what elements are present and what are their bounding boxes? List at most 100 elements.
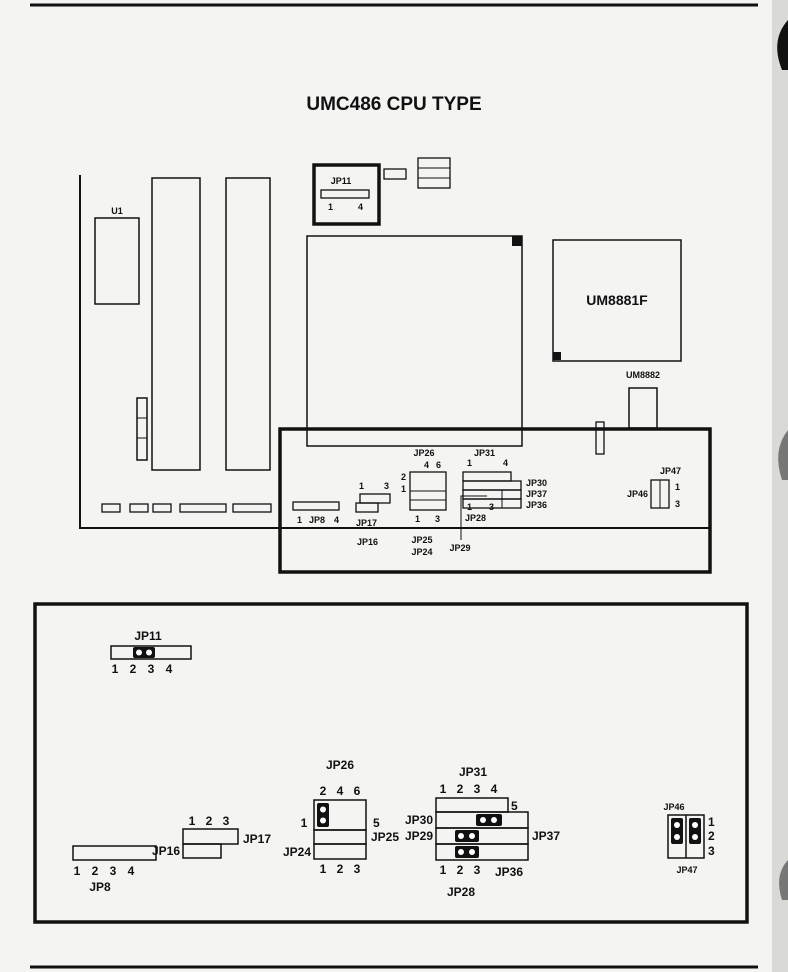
slot-1 [151, 177, 201, 471]
jp24-label: JP24 [411, 547, 432, 557]
jp26-jumper-cap [317, 803, 329, 827]
conn-4 [179, 503, 227, 513]
detail-jp31-pin-5: 5 [511, 799, 518, 813]
cpu-socket [306, 235, 523, 447]
detail-jp47-label: JP47 [676, 865, 697, 875]
jp8-header [292, 501, 340, 511]
detail-jp11-pin-2: 2 [130, 662, 137, 676]
board-layout: U1 JP11 1 4 UM8881F UM8882 JP26 [79, 157, 712, 574]
detail-jp8-pin-2: 2 [92, 864, 99, 878]
um8882-chip [628, 387, 658, 429]
detail-jp11-header [110, 645, 192, 660]
jp8-label: JP8 [309, 515, 325, 525]
detail-jp30-label: JP30 [405, 813, 433, 827]
detail-jp31-pin-2: 2 [457, 782, 464, 796]
detail-jp26-pin-2: 2 [320, 784, 327, 798]
jumper-area-highlight [278, 427, 712, 574]
detail-jp24-pin-3: 3 [354, 862, 361, 876]
jp11-label: JP11 [331, 176, 352, 186]
detail-jp28-label: JP28 [447, 885, 475, 899]
detail-jp28-pin-2: 2 [457, 863, 464, 877]
small-part [383, 168, 407, 180]
detail-jp26-pin-5: 5 [373, 816, 380, 830]
detail-jp11-pin-1: 1 [112, 662, 119, 676]
detail-jp31-pin-4: 4 [491, 782, 498, 796]
detail-jp31-pin-3: 3 [474, 782, 481, 796]
jp8-pin-1: 1 [297, 515, 302, 525]
jp28-pin-3: 3 [489, 502, 494, 512]
jp17-pin-3: 3 [384, 481, 389, 491]
jp25-pin-3: 3 [435, 514, 440, 524]
detail-jp26-label: JP26 [326, 758, 354, 772]
detail-jp8-pin-4: 4 [128, 864, 135, 878]
um8882-label: UM8882 [626, 370, 660, 380]
jp47-pin-1: 1 [675, 482, 680, 492]
detail-jp8-pin-3: 3 [110, 864, 117, 878]
jp26-side-1: 1 [401, 484, 406, 494]
detail-jp17-pin-3: 3 [223, 814, 230, 828]
detail-jp24-label: JP24 [283, 845, 311, 859]
jp28-pin-1: 1 [467, 502, 472, 512]
small-header [136, 397, 148, 461]
detail-jp36-label: JP36 [495, 865, 523, 879]
detail-jp24-pin-1: 1 [320, 862, 327, 876]
detail-jp11-label: JP11 [134, 629, 162, 643]
jp47-label: JP47 [660, 466, 681, 476]
jp26-pin-6: 6 [436, 460, 441, 470]
conn-1 [101, 503, 121, 513]
detail-jp47-pin-2: 2 [708, 829, 715, 843]
page-title: UMC486 CPU TYPE [306, 94, 481, 115]
detail-jp24-header [313, 843, 367, 860]
jp8-pin-4: 4 [334, 515, 339, 525]
jp31-pin-4: 4 [503, 458, 508, 468]
jp30-jumper-cap [476, 814, 502, 826]
detail-jp25-header [313, 829, 367, 845]
jp11-highlight [312, 163, 381, 226]
small-conn [595, 421, 605, 455]
jp36-label: JP36 [526, 500, 547, 510]
detail-jp37-header [435, 827, 529, 845]
jp28-label: JP28 [465, 513, 486, 523]
um8881f-chip [552, 239, 682, 362]
u1-label: U1 [111, 206, 123, 216]
jp47-jumper-cap [689, 818, 701, 844]
detail-jp17-pin-2: 2 [206, 814, 213, 828]
conn-2 [129, 503, 149, 513]
conn-5 [232, 503, 272, 513]
jp17-pin-1: 1 [359, 481, 364, 491]
jp30-header [462, 480, 522, 491]
detail-jp16-header [182, 843, 222, 859]
jp25-label: JP25 [411, 535, 432, 545]
detail-frame [33, 602, 749, 924]
jp11-header [320, 189, 370, 199]
detail-jp31-header [435, 797, 509, 813]
jp17-label: JP17 [356, 518, 377, 528]
detail-jp8-header [72, 845, 157, 861]
jp31-pin-1: 1 [467, 458, 472, 468]
jp31-header [462, 471, 512, 482]
detail-jp8-label: JP8 [89, 880, 111, 894]
detail-jp26-pin-1: 1 [301, 816, 308, 830]
small-part-2 [417, 157, 451, 189]
binder-hole-2 [778, 430, 788, 480]
detail-jp46-label: JP46 [663, 802, 684, 812]
binder-hole-3 [779, 860, 788, 900]
jp26-side-2: 2 [401, 472, 406, 482]
slot-2 [225, 177, 271, 471]
jumper-detail: JP11 1 2 3 4 1 2 3 4 JP8 1 2 3 JP17 JP16… [33, 602, 749, 924]
jp11-pin-4: 4 [358, 202, 363, 212]
detail-jp28-pin-3: 3 [474, 863, 481, 877]
um8881f-label: UM8881F [586, 292, 648, 308]
detail-jp8-pin-1: 1 [74, 864, 81, 878]
jp37-header [462, 489, 522, 500]
detail-jp11-pin-4: 4 [166, 662, 173, 676]
jp16-label: JP16 [357, 537, 378, 547]
detail-jp16-label: JP16 [152, 844, 180, 858]
detail-jp11-pin-3: 3 [148, 662, 155, 676]
jp30-label: JP30 [526, 478, 547, 488]
jp25-pin-1: 1 [415, 514, 420, 524]
conn-3 [152, 503, 172, 513]
detail-jp25-label: JP25 [371, 830, 399, 844]
detail-jp17-pin-1: 1 [189, 814, 196, 828]
